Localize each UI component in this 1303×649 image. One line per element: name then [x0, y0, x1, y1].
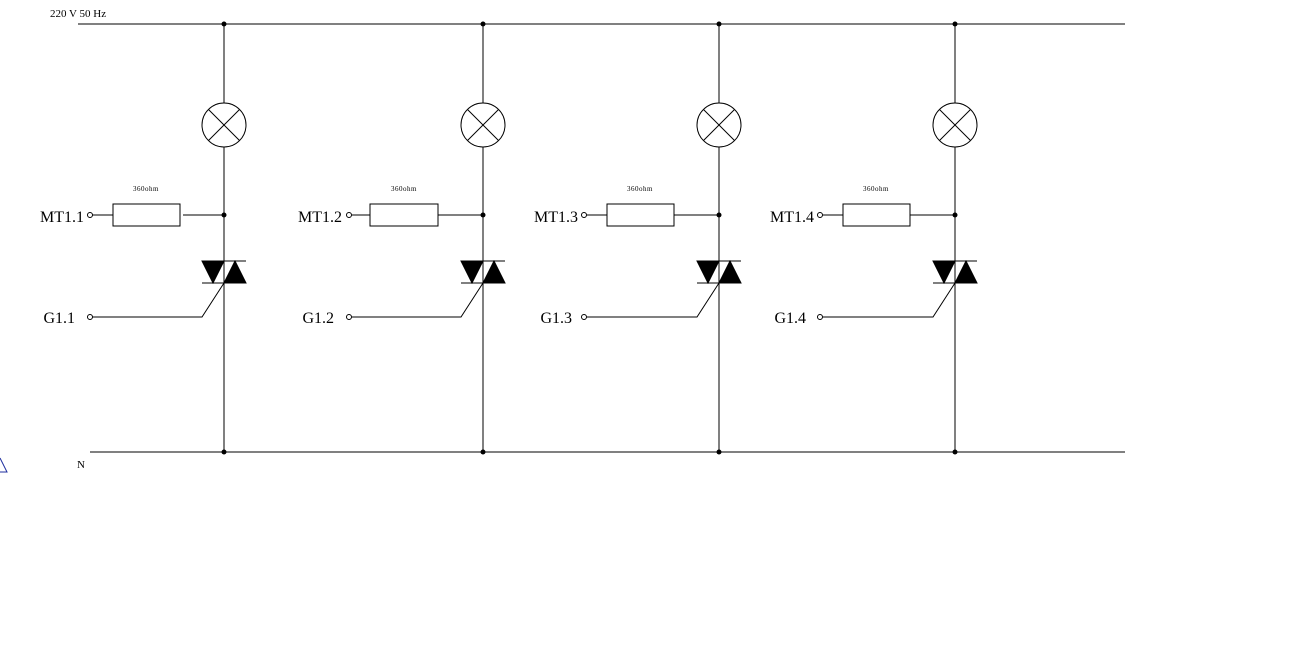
resistor-label: 360ohm — [133, 185, 159, 193]
gate-terminal[interactable] — [346, 314, 352, 320]
mt-terminal[interactable] — [581, 212, 587, 218]
gate-lead — [92, 282, 225, 318]
gate-terminal[interactable] — [87, 314, 93, 320]
mt-label: MT1.1 — [40, 209, 84, 226]
mt-terminal[interactable] — [817, 212, 823, 218]
channel-3: 360ohm MT1.3 G1.3 — [534, 21, 742, 455]
gate-lead — [587, 282, 720, 318]
lamp-icon — [201, 102, 247, 148]
junction-node — [480, 21, 486, 27]
gate-lead — [352, 282, 484, 318]
gate-lead — [823, 282, 956, 318]
junction-node — [716, 449, 722, 455]
mt-label: MT1.4 — [770, 209, 814, 226]
resistor-label: 360ohm — [863, 185, 889, 193]
triac-icon — [460, 259, 506, 285]
junction-node — [952, 21, 958, 27]
resistor-label: 360ohm — [627, 185, 653, 193]
resistor — [842, 203, 911, 227]
resistor — [369, 203, 439, 227]
gate-label: G1.2 — [302, 310, 334, 327]
resistor-label: 360ohm — [391, 185, 417, 193]
mt-terminal[interactable] — [346, 212, 352, 218]
junction-node — [221, 449, 227, 455]
triac-icon — [201, 259, 247, 285]
mt-terminal[interactable] — [87, 212, 93, 218]
resistor — [112, 203, 181, 227]
mt-label: MT1.2 — [298, 209, 342, 226]
junction-node — [480, 449, 486, 455]
lamp-icon — [932, 102, 978, 148]
junction-node — [952, 449, 958, 455]
junction-node — [716, 21, 722, 27]
junction-node — [221, 21, 227, 27]
gate-terminal[interactable] — [817, 314, 823, 320]
lamp-icon — [696, 102, 742, 148]
neutral-label: N — [77, 459, 85, 471]
gate-label: G1.3 — [540, 310, 572, 327]
channel-2: 360ohm MT1.2 G1.2 — [298, 21, 506, 455]
resistor — [606, 203, 675, 227]
gate-label: G1.4 — [774, 310, 806, 327]
corner-marker-icon — [0, 457, 8, 473]
gate-label: G1.1 — [43, 310, 75, 327]
channel-1: 360ohm MT1.1 G1.1 — [40, 21, 247, 455]
supply-label: 220 V 50 Hz — [50, 8, 106, 20]
mt-label: MT1.3 — [534, 209, 578, 226]
gate-terminal[interactable] — [581, 314, 587, 320]
lamp-icon — [460, 102, 506, 148]
channel-4: 360ohm MT1.4 G1.4 — [770, 21, 978, 455]
